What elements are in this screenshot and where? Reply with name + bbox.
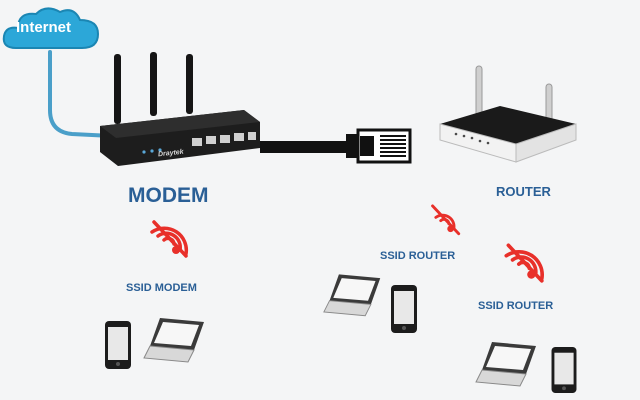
ssid-router-label: SSID ROUTER xyxy=(478,300,554,312)
phone-icon xyxy=(391,285,417,333)
modem-icon xyxy=(100,52,260,166)
laptop-icon xyxy=(323,274,381,317)
no-wifi-icon xyxy=(150,220,189,258)
cloud-icon xyxy=(2,7,100,49)
modem-label: MODEM xyxy=(128,184,209,207)
ssid-modem-label: SSID MODEM xyxy=(126,282,197,294)
phone-icon xyxy=(551,346,577,394)
router-label: ROUTER xyxy=(496,184,551,199)
ethernet-plug-icon xyxy=(346,128,412,164)
no-wifi-icon xyxy=(504,243,544,283)
router-icon xyxy=(439,65,577,163)
ethernet-cable xyxy=(260,141,350,153)
no-wifi-icon xyxy=(431,204,461,236)
ssid-router-label: SSID ROUTER xyxy=(380,250,456,262)
internet-label: Internet xyxy=(16,19,72,36)
phone-icon xyxy=(105,321,131,369)
laptop-icon xyxy=(475,342,536,387)
laptop-icon xyxy=(143,318,204,363)
